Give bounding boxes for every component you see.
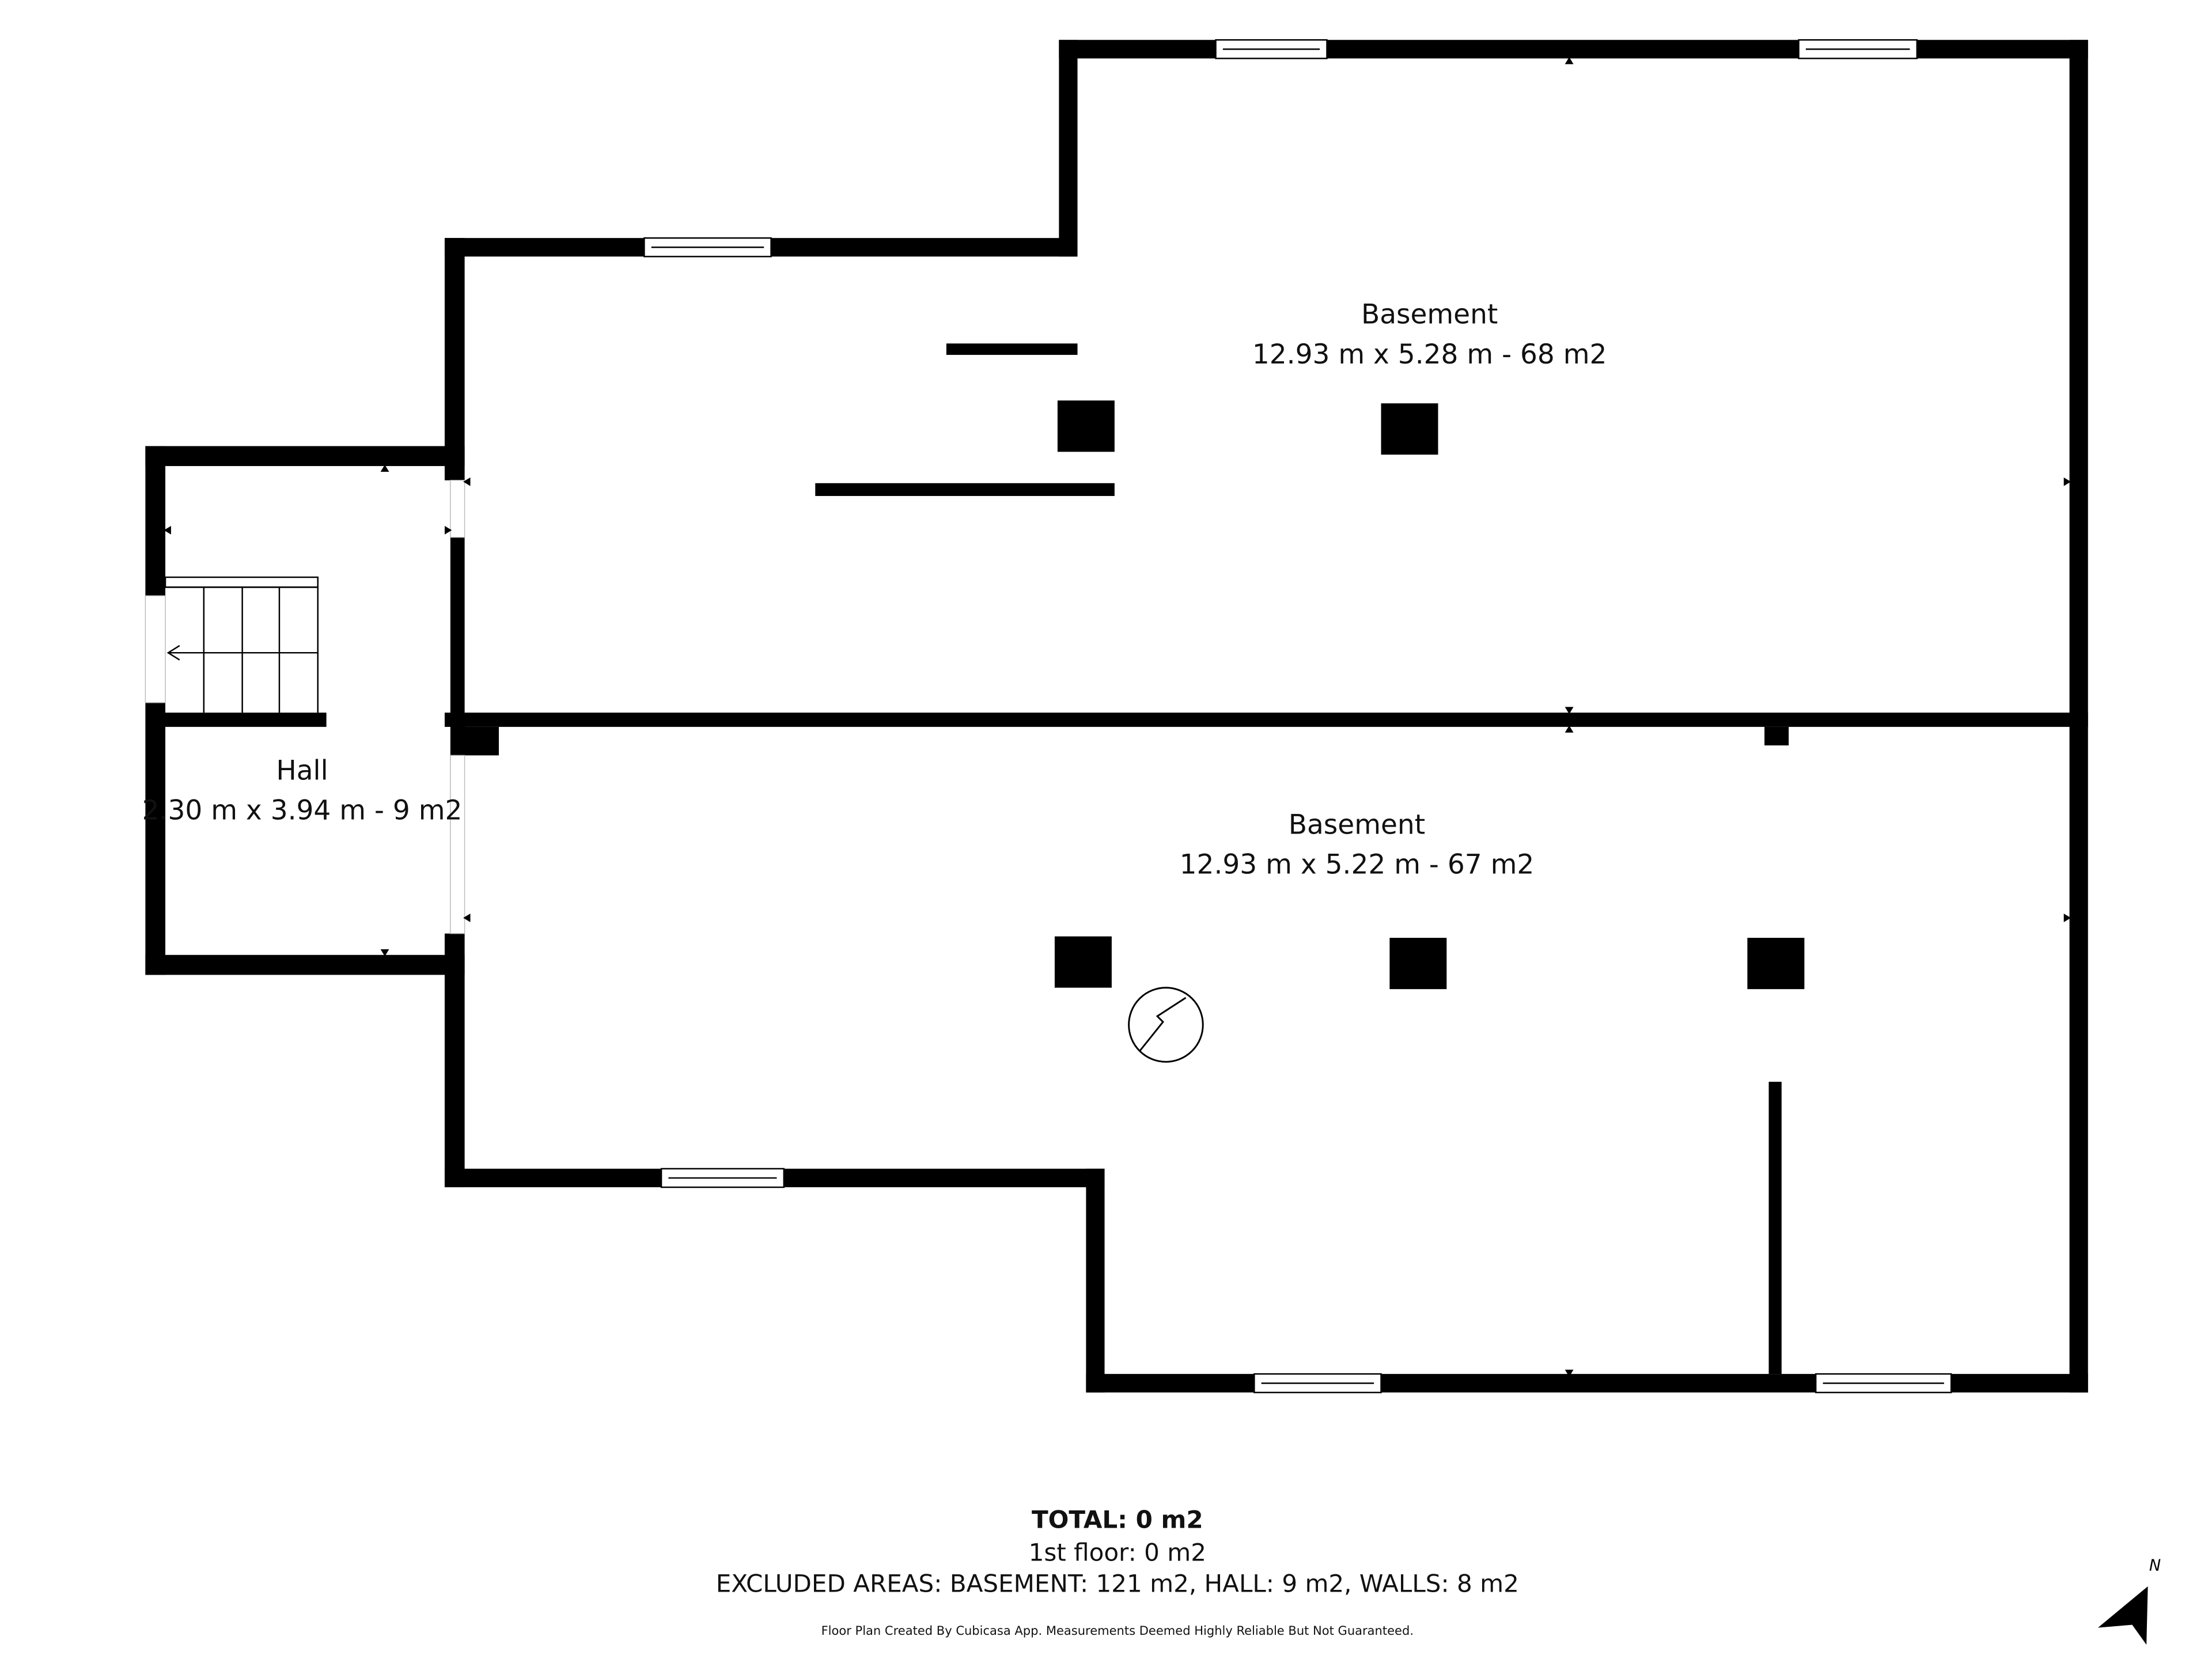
dimension-markers: [164, 56, 2071, 1377]
room-name-hall: Hall: [276, 755, 328, 786]
compass-label: N: [2149, 1557, 2161, 1575]
disclaimer: Floor Plan Created By Cubicasa App. Meas…: [821, 1623, 1414, 1638]
room-dims-hall: 2.30 m x 3.94 m - 9 m2: [142, 795, 463, 827]
room-name-basement-lower: Basement: [1289, 809, 1425, 840]
room-dims-basement-upper: 12.93 m x 5.28 m - 68 m2: [1252, 339, 1607, 370]
windows: [643, 39, 1952, 1393]
north-arrow-icon: N: [2098, 1557, 2161, 1645]
room-dims-basement-lower: 12.93 m x 5.22 m - 67 m2: [1180, 849, 1535, 881]
excluded-areas: EXCLUDED AREAS: BASEMENT: 121 m2, HALL: …: [716, 1570, 1519, 1598]
staircase: [164, 576, 319, 713]
walls: [145, 40, 2088, 1393]
doors: [145, 480, 465, 934]
electrical-panel-icon: [1128, 987, 1204, 1063]
room-name-basement-upper: Basement: [1361, 299, 1498, 331]
floor-area: 1st floor: 0 m2: [1029, 1538, 1206, 1566]
columns: [1054, 400, 1805, 990]
total-area: TOTAL: 0 m2: [1032, 1505, 1203, 1533]
